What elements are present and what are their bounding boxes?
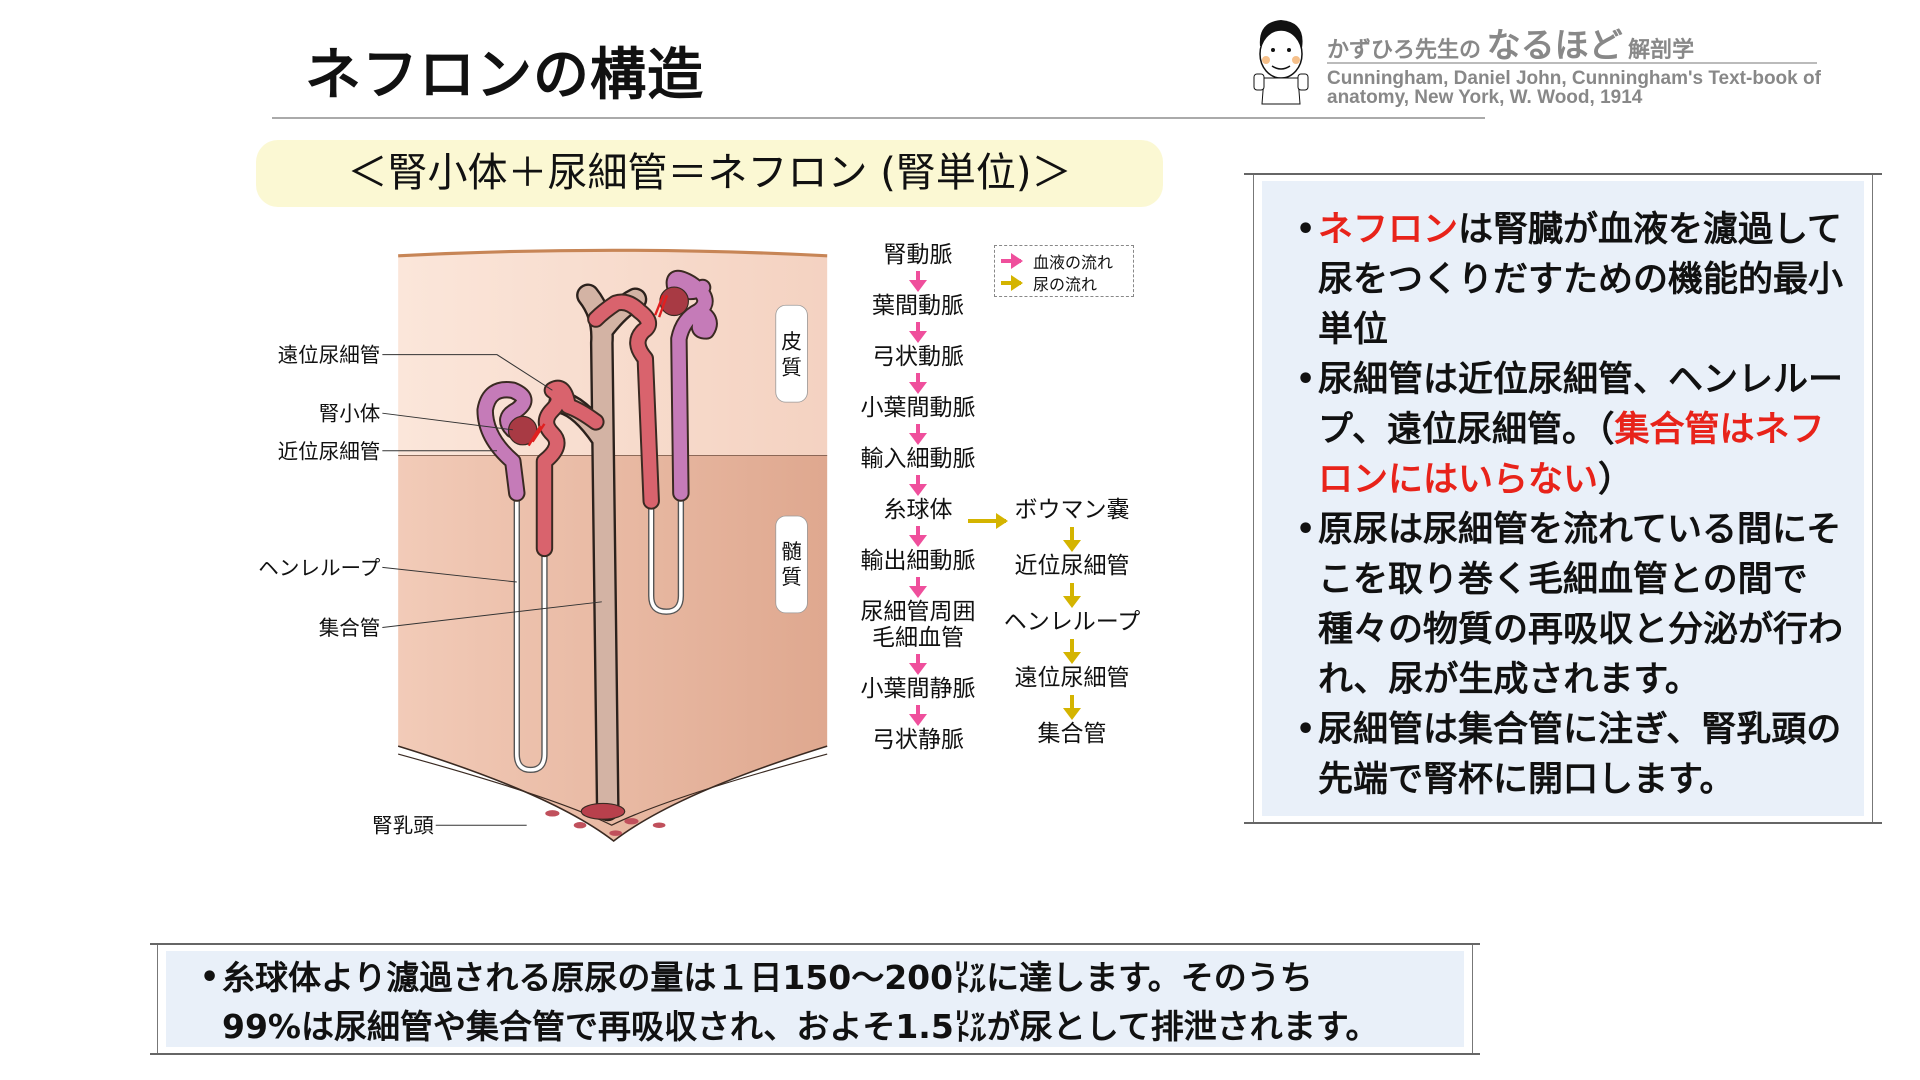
citation: Cunningham, Daniel John, Cunningham's Te… [1327,69,1887,107]
note-line: 糸球体より濾過される原尿の量は１日150〜200㍑に達します。そのうち [200,953,1379,1002]
page-title: ネフロンの構造 [305,43,704,108]
pink-down-arrow-icon [909,475,927,496]
bullet-tubule-parts: 尿細管は近位尿細管、ヘンレループ、遠位尿細管。（集合管はネフロンにはいらない） [1296,355,1850,505]
glomerulus-to-bowman-arrow-icon [968,513,1008,529]
flow-step: 小葉間動脈 [860,395,976,421]
yellow-down-arrow-icon [1063,695,1081,720]
teacher-avatar-logo [1253,20,1309,105]
cortex-label: 皮 [781,330,802,354]
label-henle-loop: ヘンレループ [258,556,381,580]
pink-down-arrow-icon [909,577,927,598]
label-proximal-tubule: 近位尿細管 [278,439,381,463]
flow-step: 近位尿細管 [1014,553,1130,579]
definition-banner: ＜腎小体＋尿細管＝ネフロン (腎単位)＞ [256,140,1163,207]
flow-legend: 血液の流れ 尿の流れ [994,245,1134,297]
pink-down-arrow-icon [909,654,927,675]
logo-prefix: かずひろ先生の [1327,38,1482,63]
pink-down-arrow-icon [909,322,927,343]
logo-suffix: 解剖学 [1628,38,1695,63]
nephron-diagram: 遠位尿細管 腎小体 近位尿細管 ヘンレループ 集合管 腎乳頭 皮 質 髄 質 [258,248,828,843]
legend-urine: 尿の流れ [1033,275,1098,294]
yellow-down-arrow-icon [1063,527,1081,552]
yellow-down-arrow-icon [1063,583,1081,608]
label-collecting-duct: 集合管 [319,616,381,640]
citation-line: anatomy, New York, W. Wood, 1914 [1327,87,1643,108]
flow-step: 小葉間静脈 [860,676,976,702]
medulla-label: 髄 [781,539,802,563]
flow-step: 集合管 [1037,721,1107,747]
pink-arrow-icon [1001,253,1023,269]
logo-main: なるほど [1486,26,1623,66]
flow-step: 遠位尿細管 [1014,665,1130,691]
logo-divider [1327,62,1817,64]
flow-step: 輸入細動脈 [860,446,976,472]
header-divider [272,117,1485,119]
flow-step: ボウマン嚢 [1014,497,1130,523]
flow-step: 腎動脈 [883,242,953,268]
label-distal-tubule: 遠位尿細管 [278,343,381,367]
flow-step: 尿細管周囲 毛細血管 [860,599,976,651]
urine-flow-chart: ボウマン嚢近位尿細管ヘンレループ遠位尿細管集合管 [992,497,1152,747]
yellow-arrow-icon [1001,275,1023,291]
filtration-note-box: 糸球体より濾過される原尿の量は１日150〜200㍑に達します。そのうち 99%は… [150,943,1480,1055]
pink-down-arrow-icon [909,705,927,726]
site-logo-text: かずひろ先生の なるほど 解剖学 [1327,18,1694,67]
label-renal-corpuscle: 腎小体 [319,401,381,425]
legend-blood: 血液の流れ [1033,253,1114,272]
pink-down-arrow-icon [909,271,927,292]
flow-step: 弓状動脈 [872,344,964,370]
cortex-label: 質 [781,355,802,379]
bullet-nephron-definition: ネフロンは腎臓が血液を濾過して尿をつくりだすための機能的最小単位 [1296,205,1850,355]
label-renal-papilla: 腎乳頭 [372,814,434,838]
flow-step: ヘンレループ [1003,609,1141,635]
pink-down-arrow-icon [909,526,927,547]
bullet-collecting-duct: 尿細管は集合管に注ぎ、腎乳頭の先端で腎杯に開口します。 [1296,705,1850,805]
flow-step: 糸球体 [883,497,953,523]
yellow-down-arrow-icon [1063,639,1081,664]
flow-step: 葉間動脈 [872,293,964,319]
bullet-reabsorption: 原尿は尿細管を流れている間にそこを取り巻く毛細血管との間で種々の物質の再吸収と分… [1296,505,1850,705]
pink-down-arrow-icon [909,373,927,394]
blood-flow-chart: 腎動脈葉間動脈弓状動脈小葉間動脈輸入細動脈糸球体輸出細動脈尿細管周囲 毛細血管小… [838,242,998,753]
note-line: 99%は尿細管や集合管で再吸収され、およそ1.5㍑が尿として排泄されます。 [222,1007,1379,1046]
flow-step: 輸出細動脈 [860,548,976,574]
pink-down-arrow-icon [909,424,927,445]
flow-step: 弓状静脈 [872,727,964,753]
medulla-label: 質 [781,565,802,589]
summary-box: ネフロンは腎臓が血液を濾過して尿をつくりだすための機能的最小単位 尿細管は近位尿… [1244,173,1882,824]
citation-line: Cunningham, Daniel John, Cunningham's Te… [1327,68,1821,89]
